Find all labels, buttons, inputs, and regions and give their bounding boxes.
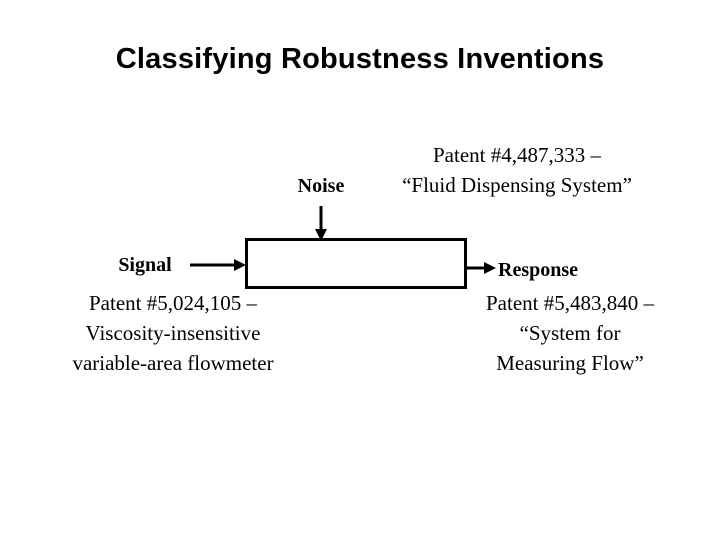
response-patent-line-3: Measuring Flow”	[496, 351, 644, 375]
response-label: Response	[498, 259, 579, 281]
response-patent-line-1: Patent #5,483,840 –	[486, 291, 654, 315]
signal-arrow	[190, 259, 246, 271]
response-patent-line-2: “System for	[519, 321, 621, 345]
signal-patent-line-3: variable-area flowmeter	[72, 351, 274, 375]
noise-patent-caption: Patent #4,487,333 – “Fluid Dispensing Sy…	[372, 140, 662, 200]
noise-patent-line-2: “Fluid Dispensing System”	[402, 173, 632, 197]
signal-patent-line-1: Patent #5,024,105 –	[89, 291, 257, 315]
page-title: Classifying Robustness Inventions	[115, 43, 605, 75]
signal-patent-line-2: Viscosity-insensitive	[85, 321, 261, 345]
system-box	[245, 238, 467, 289]
response-arrow	[466, 262, 496, 274]
noise-label: Noise	[297, 175, 345, 197]
noise-patent-line-1: Patent #4,487,333 –	[433, 143, 601, 167]
response-patent-caption: Patent #5,483,840 – “System for Measurin…	[452, 288, 688, 378]
signal-patent-caption: Patent #5,024,105 – Viscosity-insensitiv…	[42, 288, 304, 378]
signal-label: Signal	[118, 254, 172, 276]
noise-arrow	[315, 206, 327, 241]
